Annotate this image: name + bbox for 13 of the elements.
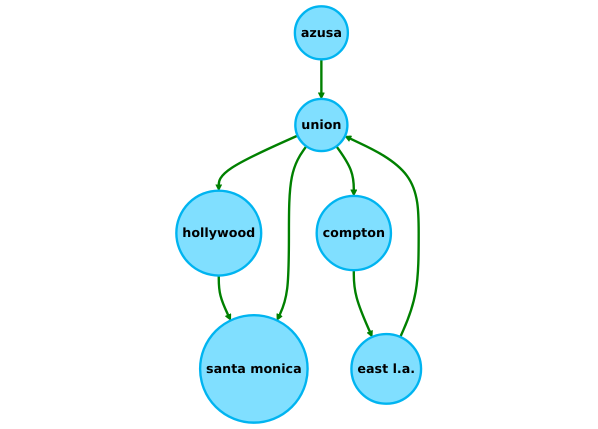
arrow	[218, 276, 232, 321]
arrow	[336, 146, 358, 196]
node-circle: union	[294, 98, 349, 152]
node-circle: compton	[316, 194, 392, 272]
arrow	[276, 146, 308, 321]
node-circle: santa monica	[199, 314, 310, 424]
node-circle: azusa	[294, 5, 350, 61]
arrow	[216, 134, 298, 191]
node-circle: hollywood	[175, 190, 263, 277]
arrow	[318, 59, 326, 100]
node-circle: east l.a.	[350, 332, 423, 405]
arrow	[344, 136, 420, 338]
arrow	[352, 270, 374, 338]
